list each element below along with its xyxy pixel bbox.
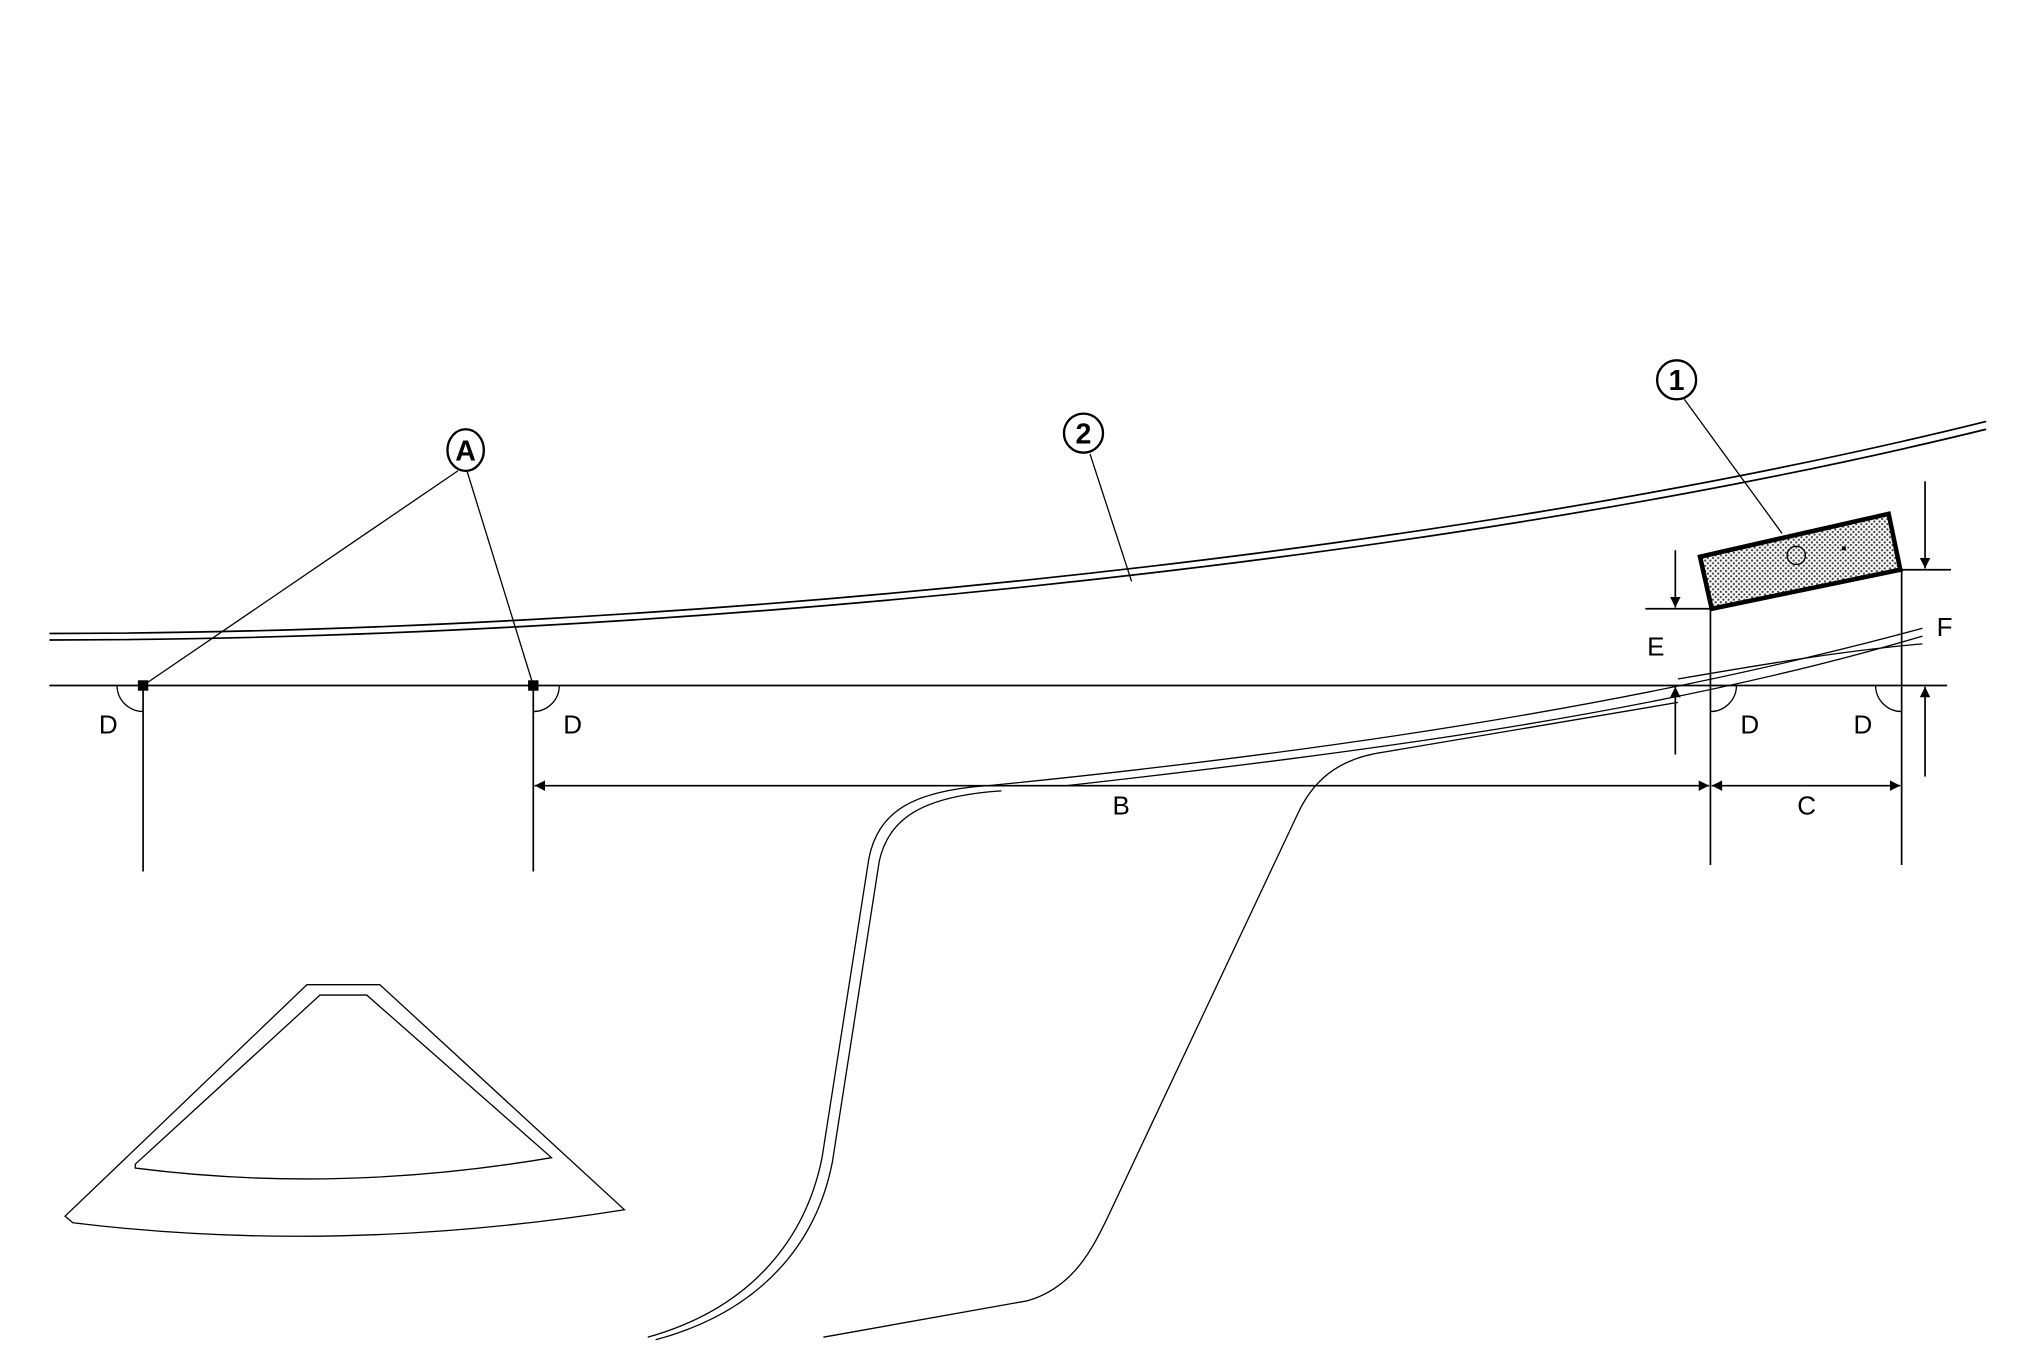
extension-lines	[142, 568, 1952, 872]
callout-1-label: 1	[1669, 365, 1685, 397]
part-1-hole-icon	[1786, 545, 1807, 566]
callout-a-label: A	[455, 435, 476, 467]
dimension-f: F	[1919, 481, 1953, 777]
roof-edge-line	[49, 420, 1987, 641]
belt-line	[988, 627, 1923, 787]
dimension-f-label: F	[1937, 612, 1953, 642]
callout-a: A	[142, 428, 534, 687]
dimension-d-label-4: D	[1854, 710, 1873, 740]
callout-2: 2	[1062, 412, 1133, 582]
dimension-b: B	[534, 780, 1710, 820]
part-1-dot-icon	[1841, 546, 1846, 551]
dimension-c: C	[1711, 780, 1901, 820]
dimension-d-label-1: D	[99, 710, 118, 740]
callout-2-label: 2	[1076, 419, 1092, 451]
dimension-d-label-3: D	[1740, 710, 1759, 740]
dimension-d-label-2: D	[563, 710, 582, 740]
dimension-e: E	[1647, 550, 1681, 755]
angle-marks	[116, 685, 1902, 713]
part-1-shape	[1697, 511, 1904, 612]
dimension-b-label: B	[1113, 790, 1130, 820]
quarter-window	[64, 984, 626, 1237]
door-outline	[647, 701, 1679, 1341]
callout-1: 1	[1655, 359, 1783, 534]
dimension-c-label: C	[1797, 790, 1816, 820]
dimension-e-label: E	[1647, 632, 1664, 662]
